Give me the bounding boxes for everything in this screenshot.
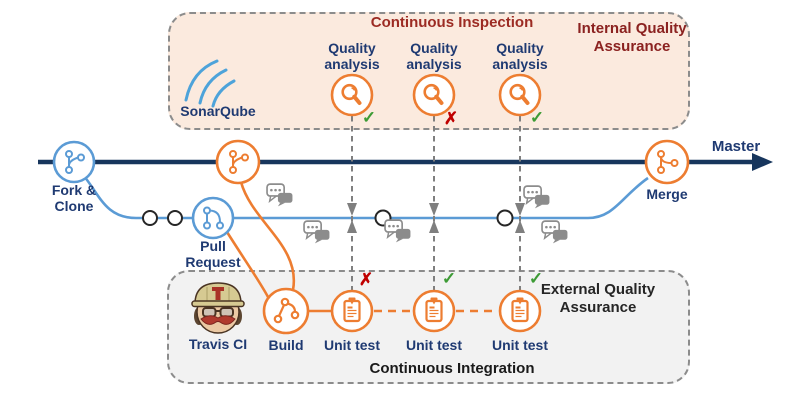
commit-to-build-curve [239, 181, 296, 291]
unit-test-result-icon: ✓ [528, 269, 544, 288]
fork-clone-node [52, 140, 96, 184]
unit-test-result-icon: ✗ [358, 270, 374, 289]
master-arrowhead [752, 153, 773, 171]
feature-branch-line [82, 175, 649, 220]
quality-result-icon: ✗ [443, 109, 459, 128]
unit-test-node [330, 289, 374, 333]
clipboard-icon [511, 297, 529, 323]
quality-analysis-label: Quality analysis [492, 40, 547, 72]
comment-icon [303, 220, 331, 244]
quality-analysis-node [330, 73, 374, 117]
magnifier-icon [509, 83, 530, 105]
internal-qa-title-line1: Internal Quality [577, 20, 687, 37]
quality-result-icon: ✓ [361, 108, 377, 127]
quality-analysis-node [412, 73, 456, 117]
internal-qa-title-line2: Assurance [593, 38, 671, 55]
external-qa-title: External Quality Assurance [541, 281, 655, 317]
build-node [262, 287, 310, 335]
pull-request-label: Pull Request [185, 238, 240, 270]
quality-analysis-label: Quality analysis [324, 40, 379, 72]
pullrequest-to-build-curve [225, 231, 270, 298]
feedback-arrowheads [347, 203, 525, 233]
clipboard-icon [425, 297, 443, 323]
travis-ci-mascot [191, 282, 245, 334]
continuous-inspection-title: Continuous Inspection [370, 14, 534, 31]
quality-analysis-label-line1: Quality [496, 40, 544, 56]
unit-test-node [412, 289, 456, 333]
build-label: Build [268, 337, 304, 353]
fork-clone-label: Fork & Clone [52, 182, 96, 214]
git-merge-icon [657, 150, 679, 174]
merge-node [644, 139, 690, 185]
unit-test-node [498, 289, 542, 333]
master-branch-line [38, 153, 773, 171]
merge-label: Merge [646, 186, 688, 202]
quality-analysis-label-line2: analysis [324, 56, 380, 72]
quality-result-icon: ✓ [529, 108, 545, 127]
magnifier-icon [341, 83, 362, 105]
fork-clone-label-line2: Clone [54, 198, 94, 214]
unit-test-label: Unit test [406, 337, 462, 353]
sonarqube-logo-icon [184, 59, 236, 108]
pull-request-node [191, 196, 235, 240]
unit-test-result-icon: ✓ [441, 269, 457, 288]
quality-analysis-label-line1: Quality [328, 40, 376, 56]
sonarqube-label: SonarQube [180, 103, 256, 119]
clipboard-icon [343, 297, 361, 323]
continuous-integration-title: Continuous Integration [369, 360, 535, 377]
git-branch-icon [229, 150, 249, 174]
quality-analysis-label-line2: analysis [406, 56, 462, 72]
code-review-comment-icons [266, 183, 569, 244]
comment-icon [266, 183, 294, 207]
quality-analysis-label-line1: Quality [410, 40, 458, 56]
build-branch-icon [273, 297, 300, 324]
unit-test-nodes [330, 289, 542, 333]
master-label: Master [711, 138, 761, 155]
comment-icon [523, 185, 551, 209]
comment-icon [384, 219, 412, 243]
comment-icon [541, 220, 569, 244]
unit-test-label: Unit test [492, 337, 548, 353]
pull-request-label-line1: Pull [200, 238, 226, 254]
git-branch-icon [65, 150, 85, 174]
external-qa-title-line1: External Quality [540, 281, 656, 298]
magnifier-icon [423, 83, 444, 105]
feedback-lines [351, 116, 521, 290]
git-pull-request-icon [203, 206, 224, 230]
quality-analysis-label: Quality analysis [406, 40, 461, 72]
external-qa-title-line2: Assurance [559, 299, 637, 316]
quality-analysis-node [498, 73, 542, 117]
quality-analysis-label-line2: analysis [492, 56, 548, 72]
pull-request-label-line2: Request [185, 254, 241, 270]
quality-analysis-nodes [330, 73, 542, 117]
unit-test-label: Unit test [324, 337, 380, 353]
fork-clone-label-line1: Fork & [51, 182, 97, 198]
travis-ci-label: Travis CI [188, 336, 248, 352]
master-commit-node [215, 139, 261, 185]
internal-qa-title: Internal Quality Assurance [577, 20, 686, 56]
